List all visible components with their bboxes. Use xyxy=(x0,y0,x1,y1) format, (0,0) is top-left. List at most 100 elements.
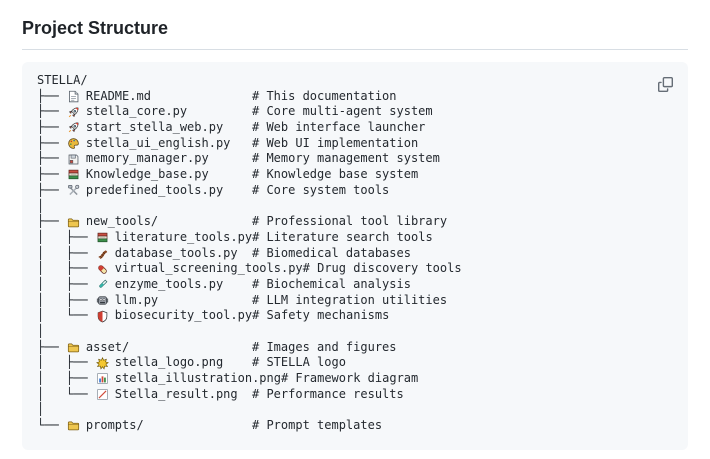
tree-comment: # Knowledge base system xyxy=(252,167,419,182)
tree-row-left: ├── predefined_tools.py xyxy=(37,183,252,199)
file-name: Stella_result.png xyxy=(114,386,238,401)
tree-row: │ ├── stella_illustration.png# Framework… xyxy=(37,371,672,387)
tree-row: ├── memory_manager.py# Memory management… xyxy=(37,151,672,167)
tree-prefix: │ ├── xyxy=(37,371,95,386)
tree-row-left: ├── asset/ xyxy=(37,340,252,356)
tree-row: ├── README.md # This documentation xyxy=(37,89,672,105)
file-name: database_tools.py xyxy=(114,245,238,260)
tree-comment: # Memory management system xyxy=(252,151,440,166)
tree-row-left: │ ├── enzyme_tools.py xyxy=(37,277,252,293)
tree-prefix: │ ├── xyxy=(37,355,95,370)
tree-prefix: ├── xyxy=(37,135,66,150)
file-name: memory_manager.py xyxy=(85,151,209,166)
dna-icon xyxy=(96,247,109,260)
file-name: Knowledge_base.py xyxy=(85,167,209,182)
tree-row: │ ├── stella_logo.png# STELLA logo xyxy=(37,355,672,371)
tree-row-left: │ ├── stella_illustration.png xyxy=(37,371,281,387)
tree-prefix: ├── xyxy=(37,151,66,166)
tree-row: │ ├── virtual_screening_tools.py# Drug d… xyxy=(37,261,672,277)
testtube-icon xyxy=(96,278,109,291)
tree-comment: # This documentation xyxy=(252,88,397,103)
folder-icon xyxy=(67,216,80,229)
tree-prefix: ├── xyxy=(37,339,66,354)
tree-prefix: │ ├── xyxy=(37,229,95,244)
tree-comment: # Web interface launcher xyxy=(252,120,426,135)
tree-row: ├── stella_ui_english.py# Web UI impleme… xyxy=(37,136,672,152)
pill-icon xyxy=(96,263,109,276)
tree-row: ├── stella_core.py# Core multi-agent sys… xyxy=(37,104,672,120)
tree-prefix: ├── xyxy=(37,120,66,135)
tree-row-left: └── prompts/ xyxy=(37,418,252,434)
palette-icon xyxy=(67,137,80,150)
tree-prefix: ├── xyxy=(37,167,66,182)
tree-row-left: │ └── biosecurity_tool.py xyxy=(37,308,252,324)
tree-prefix: ├── xyxy=(37,214,66,229)
copy-button[interactable] xyxy=(652,71,678,97)
folder-icon xyxy=(67,419,80,432)
folder-icon xyxy=(67,341,80,354)
tree-row: │ ├── enzyme_tools.py# Biochemical analy… xyxy=(37,277,672,293)
tree-row: │ xyxy=(37,199,672,215)
tree-row-left: ├── stella_ui_english.py xyxy=(37,136,252,152)
tree-prefix: ├── xyxy=(37,88,66,103)
tree-row-left: │ xyxy=(37,324,252,340)
tree-row-left: │ xyxy=(37,402,252,418)
tree-row-left: │ └── Stella_result.png xyxy=(37,387,252,403)
tree-row-left: │ ├── virtual_screening_tools.py xyxy=(37,261,303,277)
tree-prefix: │ └── xyxy=(37,308,95,323)
tree-prefix: │ xyxy=(37,402,45,417)
shield-icon xyxy=(96,310,109,323)
file-name: README.md xyxy=(85,88,151,103)
tree-comment: # Core multi-agent system xyxy=(252,104,433,119)
tree-comment: # Framework diagram xyxy=(280,371,419,386)
tree-row-left: ├── start_stella_web.py xyxy=(37,120,252,136)
tree-row: │ xyxy=(37,324,672,340)
file-name: enzyme_tools.py xyxy=(114,276,224,291)
tree-row-left: │ ├── llm.py xyxy=(37,293,252,309)
tree-comment: # Prompt templates xyxy=(252,418,383,433)
tree-prefix: │ ├── xyxy=(37,276,95,291)
tree-comment: # Performance results xyxy=(252,386,404,401)
file-name: predefined_tools.py xyxy=(85,182,224,197)
tools-icon xyxy=(67,184,80,197)
file-name: new_tools/ xyxy=(85,214,159,229)
tree-comment: # Biochemical analysis xyxy=(252,276,411,291)
file-name: stella_illustration.png xyxy=(114,371,281,386)
file-name: asset/ xyxy=(85,339,130,354)
tree-row: │ └── biosecurity_tool.py# Safety mechan… xyxy=(37,308,672,324)
tree-row: │ ├── database_tools.py# Biomedical data… xyxy=(37,246,672,262)
tree-row-left: STELLA/ xyxy=(37,73,252,89)
file-name: literature_tools.py xyxy=(114,229,253,244)
books-icon xyxy=(96,231,109,244)
tree-prefix: │ └── xyxy=(37,386,95,401)
tree-prefix: │ ├── xyxy=(37,292,95,307)
rocket-icon xyxy=(67,106,80,119)
tree-prefix: STELLA/ xyxy=(37,73,88,87)
tree-row-left: │ xyxy=(37,199,252,215)
tree-row: ├── predefined_tools.py# Core system too… xyxy=(37,183,672,199)
tree-row-left: ├── stella_core.py xyxy=(37,104,252,120)
tree-prefix: └── xyxy=(37,418,66,433)
file-name: stella_logo.png xyxy=(114,355,224,370)
tree-row: │ └── Stella_result.png# Performance res… xyxy=(37,387,672,403)
rocket-icon xyxy=(67,121,80,134)
star-icon xyxy=(95,356,109,370)
tree-row-left: ├── memory_manager.py xyxy=(37,151,252,167)
tree-prefix: │ xyxy=(37,324,45,338)
file-name: start_stella_web.py xyxy=(85,120,224,135)
tree-comment: # Drug discovery tools xyxy=(302,261,462,276)
tree-comment: # Core system tools xyxy=(252,182,390,197)
tree: STELLA/├── README.md# This documentation… xyxy=(37,73,672,434)
tree-row-left: ├── Knowledge_base.py xyxy=(37,167,252,183)
file-name: llm.py xyxy=(114,292,159,307)
barchart-icon xyxy=(96,372,109,385)
tree-row-left: │ ├── literature_tools.py xyxy=(37,230,252,246)
file-name: virtual_screening_tools.py xyxy=(114,261,303,276)
tree-row: ├── new_tools/# Professional tool librar… xyxy=(37,214,672,230)
tree-row: STELLA/ xyxy=(37,73,672,89)
tree-row: ├── Knowledge_base.py# Knowledge base sy… xyxy=(37,167,672,183)
tree-row-left: │ ├── database_tools.py xyxy=(37,246,252,262)
tree-prefix: ├── xyxy=(37,104,66,119)
tree-row: ├── start_stella_web.py# Web interface l… xyxy=(37,120,672,136)
